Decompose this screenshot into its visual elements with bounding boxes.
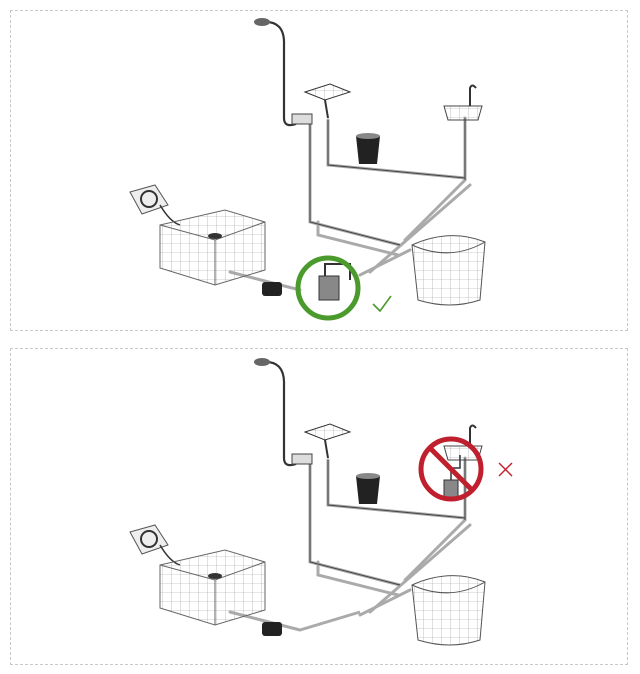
x-icon — [498, 462, 513, 477]
water-heater — [443, 455, 461, 499]
check-icon — [372, 295, 392, 313]
water-heater — [318, 263, 351, 301]
prohibited-sign — [418, 436, 484, 502]
system-correct — [128, 16, 487, 307]
incorrect-installation-panel — [10, 348, 628, 665]
circle-highlight — [295, 255, 361, 321]
correct-installation-panel — [10, 10, 628, 331]
system-incorrect — [128, 356, 487, 647]
